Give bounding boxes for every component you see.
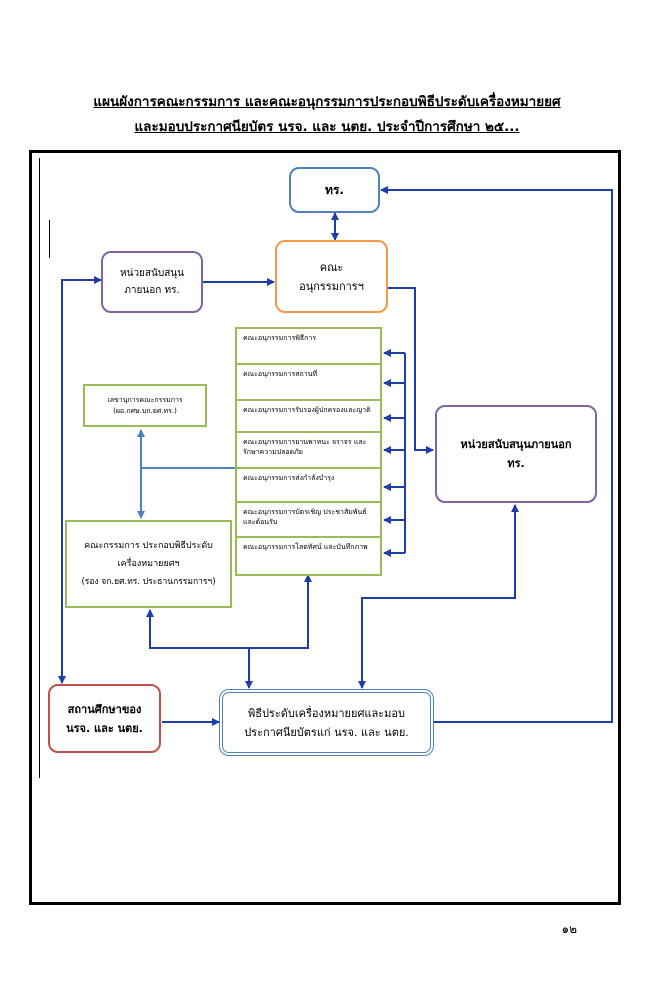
navy-box: ทร. — [289, 167, 380, 213]
school-line-2: นรจ. และ นตย. — [66, 721, 143, 735]
secretary-line-1: เลขานุการคณะกรรมการ — [107, 395, 183, 404]
external-support-right-line-2: ทร. — [507, 457, 525, 470]
subcommittee-item: คณะอนุกรรมการโสตทัศน์ และบันทึกภาพ — [235, 536, 382, 576]
subcommittee-lead-line-1: คณะ — [319, 260, 344, 274]
school-line-1: สถานศึกษาของ — [67, 702, 142, 716]
left-rule — [39, 158, 40, 778]
subcommittee-lead-line-2: อนุกรรมการฯ — [299, 279, 364, 293]
external-support-left-line-2: ภายนอก ทร. — [124, 285, 180, 296]
external-support-left-box: หน่วยสนับสนุน ภายนอก ทร. — [101, 251, 203, 313]
external-support-right-line-1: หน่วยสนับสนุนภายนอก — [460, 438, 572, 451]
secretary-box: เลขานุการคณะกรรมการ (ผอ.กศษ.บก.ยศ.ทร.) — [83, 384, 207, 427]
ceremony-box: พิธีประดับเครื่องหมายยศและมอบ ประกาศนียบ… — [219, 689, 434, 756]
school-box: สถานศึกษาของ นรจ. และ นตย. — [48, 684, 161, 753]
ceremony-line-1: พิธีประดับเครื่องหมายยศและมอบ — [247, 706, 406, 720]
main-committee-line-3: (รอง จก.ยศ.ทร. ประธานกรรมการฯ) — [81, 577, 216, 587]
external-support-left-line-1: หน่วยสนับสนุน — [120, 268, 184, 279]
page-number: ๑๒ — [561, 922, 577, 936]
navy-label: ทร. — [325, 183, 344, 197]
secretary-line-2: (ผอ.กศษ.บก.ยศ.ทร.) — [113, 406, 177, 415]
diagram-frame — [29, 150, 621, 905]
subcommittee-item: คณะอนุกรรมการรับรองผู้ปกครองและญาติ — [235, 399, 382, 433]
main-committee-line-2: เครื่องหมายยศฯ — [117, 559, 180, 569]
title-line-2: และมอบประกาศนียบัตร นรจ. และ นตย. ประจำป… — [134, 119, 520, 135]
subcommittee-item: คณะอนุกรรมการพิธีการ — [235, 327, 382, 365]
main-committee-box: คณะกรรมการ ประกอบพิธีประดับ เครื่องหมายย… — [65, 520, 232, 608]
ceremony-line-2: ประกาศนียบัตรแก่ นรจ. และ นตย. — [244, 725, 409, 739]
subcommittee-lead-box: คณะ อนุกรรมการฯ — [275, 240, 388, 313]
main-committee-line-1: คณะกรรมการ ประกอบพิธีประดับ — [84, 541, 213, 551]
title-line-1: แผนผังการคณะกรรมการ และคณะอนุกรรมการประก… — [93, 94, 561, 110]
subcommittee-item: คณะอนุกรรมการบัตรเชิญ ประชาสัมพันธ์ และต… — [235, 501, 382, 538]
left-tick — [49, 220, 50, 258]
subcommittee-item: คณะอนุกรรมการยานพาหนะ จราจร และรักษาความ… — [235, 431, 382, 469]
subcommittee-item: คณะอนุกรรมการส่งกำลังบำรุง — [235, 467, 382, 503]
external-support-right-box: หน่วยสนับสนุนภายนอก ทร. — [435, 405, 597, 503]
subcommittee-item: คณะอนุกรรมการสถานที่ — [235, 363, 382, 401]
